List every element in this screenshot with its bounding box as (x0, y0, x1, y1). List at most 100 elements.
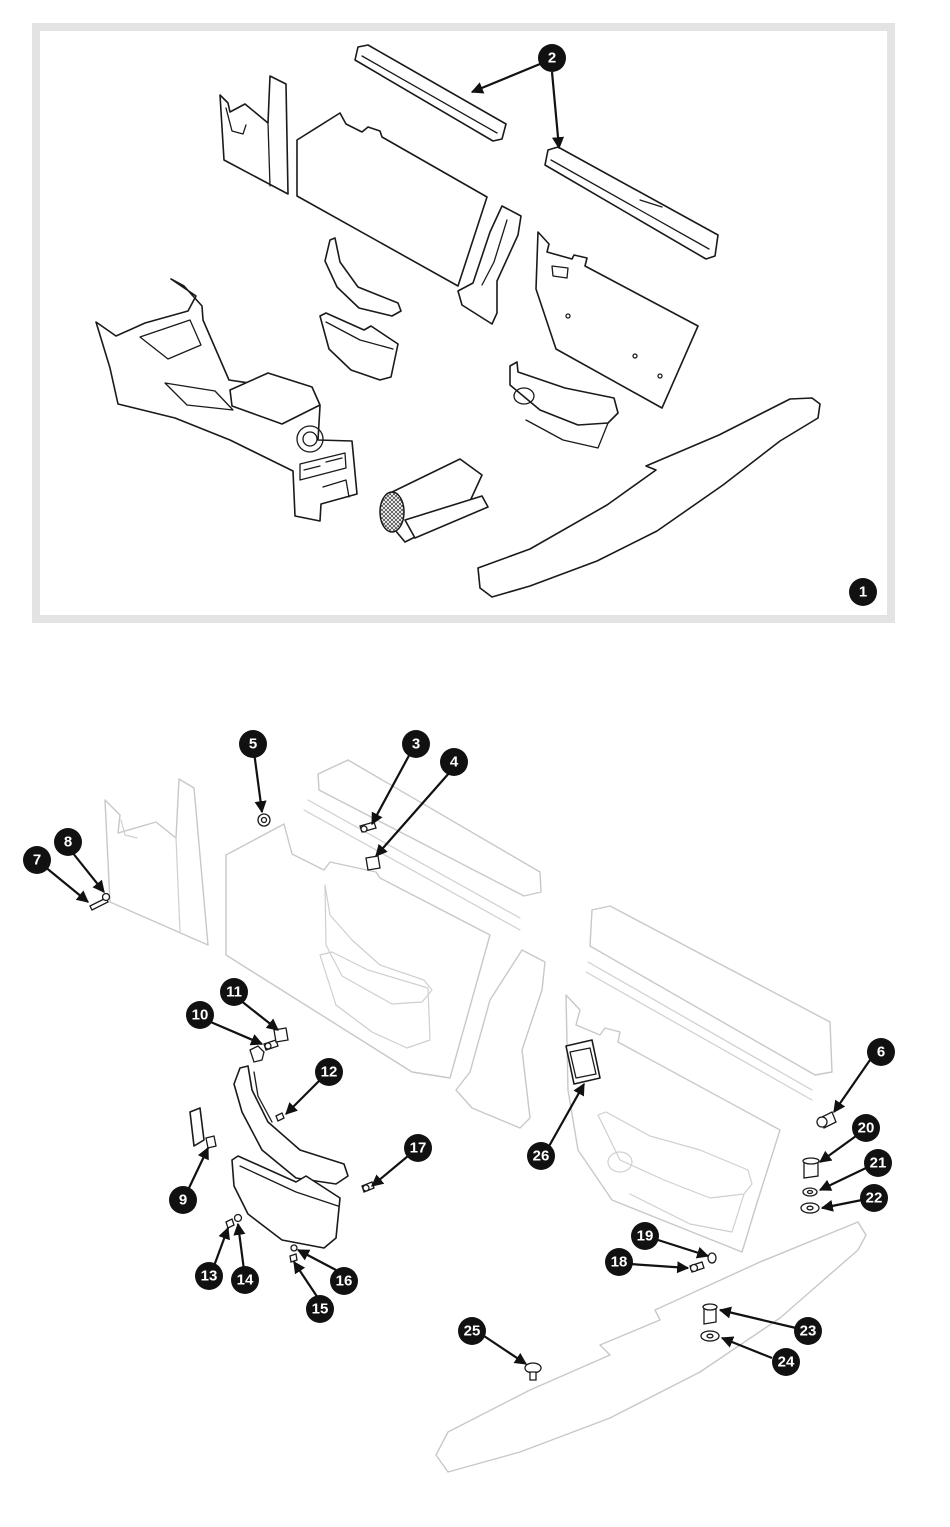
svg-text:2: 2 (548, 50, 556, 67)
screw-12 (275, 1112, 285, 1122)
b-pillar-trim (457, 205, 522, 325)
sound-deadening-roll (379, 458, 489, 543)
clip-4 (365, 855, 381, 871)
screw-7 (89, 897, 109, 911)
callout-10: 10 (186, 1001, 214, 1029)
armrest (324, 237, 402, 317)
clip-11 (273, 1027, 289, 1043)
callout-25: 25 (458, 1317, 486, 1345)
svg-text:21: 21 (870, 1155, 887, 1172)
rear-door-pull (509, 361, 619, 449)
svg-text:12: 12 (321, 1064, 338, 1081)
callout-15: 15 (306, 1295, 334, 1323)
callout-26: 26 (527, 1142, 555, 1170)
washer-21 (802, 1187, 818, 1197)
bolt-23 (702, 1303, 718, 1325)
svg-text:20: 20 (858, 1120, 875, 1137)
callout-4: 4 (440, 748, 468, 776)
callout-12: 12 (315, 1058, 343, 1086)
ghost-door-trim-board (225, 823, 491, 1079)
washer-14 (233, 1213, 243, 1223)
trim-stud-25 (524, 1362, 542, 1381)
trim-stud-5 (257, 813, 271, 827)
small-trim-cover (189, 1107, 205, 1147)
push-clip-6 (816, 1111, 837, 1129)
washer-16 (290, 1244, 298, 1252)
svg-text:25: 25 (464, 1323, 481, 1340)
callout-7: 7 (23, 846, 51, 874)
callout-5: 5 (239, 730, 267, 758)
svg-text:7: 7 (33, 852, 41, 869)
exploded-fittings-view: 3 4 5 6 7 8 9 10 (23, 730, 895, 1473)
callout-6: 6 (867, 1038, 895, 1066)
svg-text:18: 18 (611, 1254, 628, 1271)
svg-text:11: 11 (226, 984, 242, 1001)
svg-text:8: 8 (64, 834, 72, 851)
ghost-side-trim-panel (104, 778, 209, 946)
callout-22: 22 (860, 1184, 888, 1212)
door-capping-upper (354, 44, 507, 142)
callout-13: 13 (195, 1262, 223, 1290)
centre-console (95, 278, 358, 522)
door-pocket (319, 312, 399, 381)
side-trim-panel (219, 75, 289, 195)
washer-8 (101, 892, 111, 902)
svg-text:19: 19 (637, 1228, 654, 1245)
svg-text:15: 15 (312, 1301, 329, 1318)
screw-3 (359, 821, 377, 833)
svg-text:24: 24 (778, 1354, 795, 1371)
svg-text:10: 10 (192, 1007, 209, 1024)
ghost-door-capping-rear (585, 905, 833, 1101)
screw-15 (289, 1253, 298, 1263)
callout-20: 20 (852, 1114, 880, 1142)
screw-10 (263, 1039, 279, 1051)
trim-kit-panel: 1 2 (32, 23, 895, 623)
ghost-sill-trim (435, 1221, 867, 1473)
rear-door-trim-board (535, 231, 699, 409)
screw-17 (361, 1181, 375, 1193)
washer-24 (700, 1330, 720, 1342)
door-pocket-trim (231, 1155, 341, 1249)
svg-text:14: 14 (237, 1272, 254, 1289)
callout-3: 3 (402, 730, 430, 758)
callout-11: 11 (220, 978, 248, 1006)
door-trim-board (296, 112, 488, 287)
callout-21: 21 (864, 1149, 892, 1177)
callout-8: 8 (54, 828, 82, 856)
callout-17: 17 (404, 1134, 432, 1162)
callout-2: 2 (470, 44, 566, 150)
svg-text:1: 1 (859, 584, 867, 601)
sill-trim (477, 397, 821, 598)
clip-9 (205, 1135, 217, 1149)
screw-13 (225, 1218, 235, 1229)
washer-22 (800, 1202, 820, 1214)
svg-text:13: 13 (201, 1268, 218, 1285)
ghost-door-capping-front (303, 759, 542, 931)
callout-14: 14 (231, 1266, 259, 1294)
armrest-trim (233, 1065, 349, 1185)
ghost-b-pillar (455, 949, 546, 1129)
screw-18 (689, 1261, 705, 1273)
callout-23: 23 (794, 1317, 822, 1345)
bolt-20 (802, 1157, 820, 1179)
door-handle-bezel (565, 1039, 601, 1085)
fastener-lower-clip (249, 1045, 265, 1063)
svg-text:22: 22 (866, 1190, 883, 1207)
svg-text:3: 3 (412, 736, 420, 753)
callout-19: 19 (631, 1222, 659, 1250)
callout-9: 9 (169, 1186, 197, 1214)
washer-19 (707, 1252, 717, 1264)
svg-text:9: 9 (179, 1192, 187, 1209)
svg-text:4: 4 (450, 754, 459, 771)
leader-arrows (43, 749, 871, 1365)
svg-text:17: 17 (410, 1140, 427, 1157)
svg-text:23: 23 (800, 1323, 817, 1340)
svg-text:5: 5 (249, 736, 257, 753)
callout-24: 24 (772, 1348, 800, 1376)
callout-18: 18 (605, 1248, 633, 1276)
svg-text:26: 26 (533, 1148, 550, 1165)
callout-16: 16 (330, 1267, 358, 1295)
ghost-rear-door-trim-board (565, 994, 781, 1253)
callout-1: 1 (849, 578, 877, 606)
